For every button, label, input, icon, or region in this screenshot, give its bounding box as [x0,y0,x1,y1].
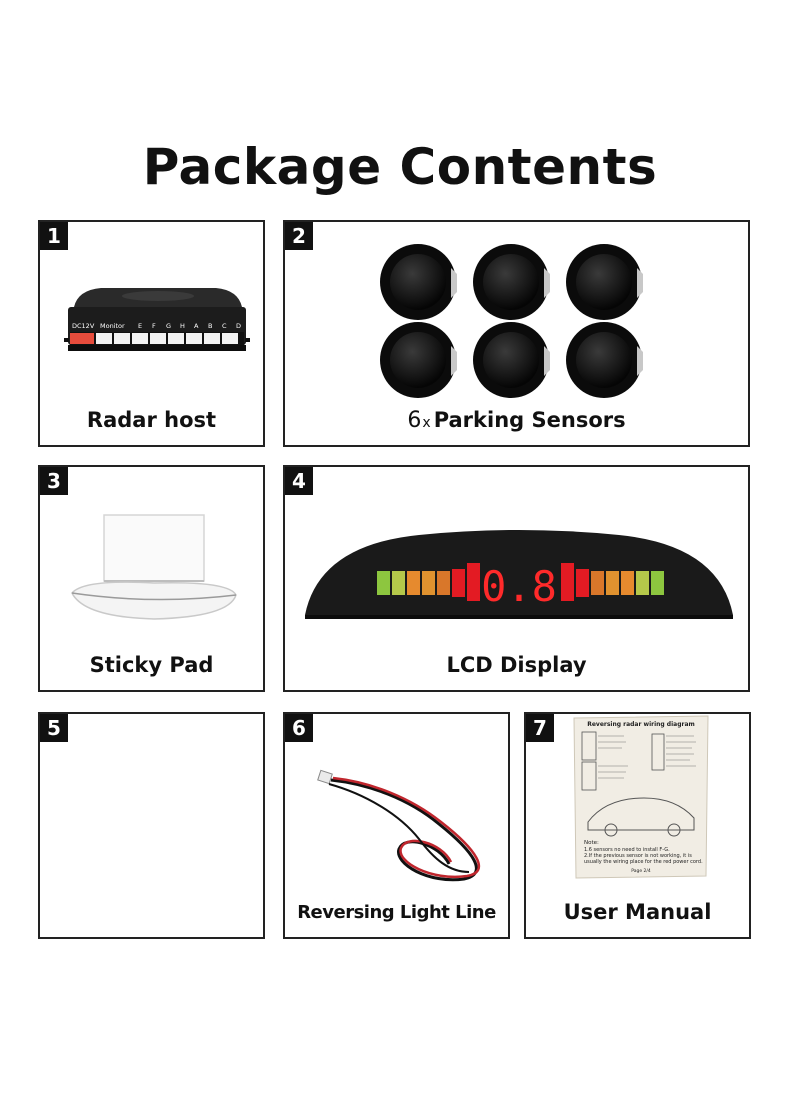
item-user-manual: 7 Reversing radar wiring diagram Note: 1… [524,712,751,939]
manual-note-2: 2.If the previous sensor is not working,… [584,853,692,859]
item-number-badge: 4 [285,467,313,495]
item-sticky-pad: 3 Sticky Pad [38,465,265,692]
manual-page: Page 2/4 [631,868,651,874]
manual-note-1: 1.6 sensors no need to install F-G. [584,847,670,853]
item-reversing-light-line: 6 Reversing Light Line [283,712,510,939]
item-caption: Parking Sensors [433,408,626,432]
item-number-badge: 1 [40,222,68,250]
item-number-badge: 2 [285,222,313,250]
item-caption: Radar host [86,408,217,432]
manual-heading: Reversing radar wiring diagram [587,721,695,728]
host-label-monitor: Monitor [100,322,125,330]
cable-icon [317,769,481,882]
item-number-badge: 3 [40,467,68,495]
sticky-pad-icon [71,514,237,620]
host-label-port: G [166,322,171,330]
parking-sensor-icon [380,244,643,398]
host-label-port: E [138,322,142,330]
item-radar-host: 1 DC12V Monitor E F G H A B C D Radar ho… [38,220,265,447]
host-label-port: H [180,322,185,330]
item-caption: User Manual [563,900,712,924]
lcd-display-icon: 0.8 [305,530,733,619]
item-caption: Reversing Light Line [297,902,496,923]
host-label-port: A [194,322,199,330]
item-lcd-display: 4 0.8 LCD Display [283,465,750,692]
item-number-badge: 7 [526,714,554,742]
host-label-port: F [152,322,156,330]
item-caption: Sticky Pad [89,653,214,677]
item-number-badge: 5 [40,714,68,742]
display-distance-value: 0.8 [481,562,557,611]
item-number-badge: 6 [285,714,313,742]
times-sign: x [422,415,431,431]
host-label-port: D [236,322,241,330]
manual-note-3: usually the wiring place for the red pow… [584,859,703,865]
host-label-port: B [208,322,212,330]
manual-note-title: Note: [584,840,599,846]
item-caption: LCD Display [446,653,587,677]
manual-icon: Reversing radar wiring diagram Note: 1.6… [573,715,709,879]
radar-host-icon: DC12V Monitor E F G H A B C D [64,288,250,351]
host-label-port: C [222,322,227,330]
sensor-count: 6 [407,408,422,433]
host-label-power: DC12V [72,322,95,330]
item-empty: 5 [38,712,265,939]
page-title: Package Contents [142,138,658,196]
